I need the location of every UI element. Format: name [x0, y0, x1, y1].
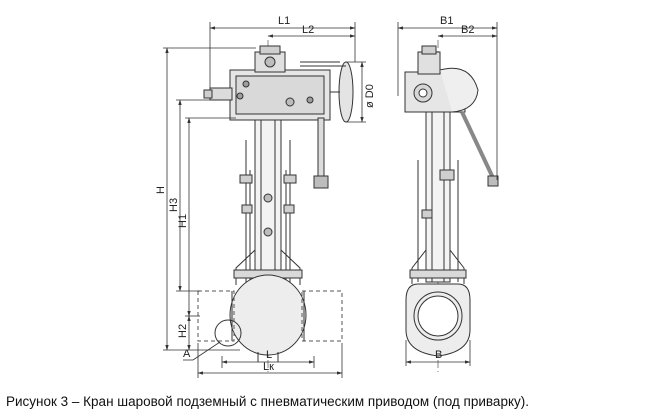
dimension-labels: L1 L2 ø D0 H H3 H1 H2 L Lк A B1 B2 B [155, 15, 474, 373]
label-Lk: Lк [263, 361, 274, 373]
label-H1: H1 [177, 214, 189, 228]
label-B2: B2 [461, 24, 474, 36]
label-L: L [266, 349, 272, 361]
label-H: H [155, 186, 167, 194]
side-view [404, 40, 499, 372]
label-L1: L1 [278, 15, 290, 27]
side-dimensions [397, 22, 498, 366]
label-L2: L2 [302, 24, 314, 36]
label-B1: B1 [440, 15, 453, 27]
front-view [197, 40, 354, 372]
label-H2: H2 [177, 324, 189, 338]
front-dimensions [163, 22, 366, 378]
label-B: B [435, 349, 442, 361]
figure-caption: Рисунок 3 – Кран шаровой подземный с пне… [6, 394, 530, 409]
label-A: A [183, 348, 191, 360]
label-D0: ø D0 [364, 84, 376, 108]
label-H3: H3 [168, 198, 180, 212]
